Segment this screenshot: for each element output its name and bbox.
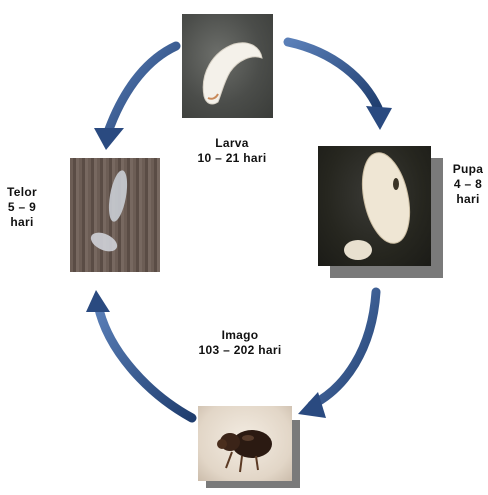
larva-photo [182, 14, 273, 118]
pupa-duration-unit: hari [448, 192, 488, 207]
larva-stage-name: Larva [186, 136, 278, 151]
larva-duration: 10 – 21 hari [186, 151, 278, 166]
arrow-telor-to-larva [94, 46, 176, 150]
pupa-duration: 4 – 8 [448, 177, 488, 192]
arrow-imago-to-telor [86, 290, 192, 418]
telor-duration: 5 – 9 [0, 200, 44, 215]
arrow-larva-to-pupa [288, 42, 392, 130]
imago-duration: 103 – 202 hari [180, 343, 300, 358]
arrow-pupa-to-imago [298, 292, 376, 418]
telor-stage-name: Telor [0, 185, 44, 200]
pupa-label: Pupa 4 – 8 hari [448, 162, 488, 207]
pupa-photo [318, 146, 431, 266]
egg-photo [70, 158, 160, 272]
telor-duration-unit: hari [0, 215, 44, 230]
imago-stage-name: Imago [180, 328, 300, 343]
beetle-photo [198, 406, 292, 481]
larva-label: Larva 10 – 21 hari [186, 136, 278, 166]
imago-label: Imago 103 – 202 hari [180, 328, 300, 358]
telor-label: Telor 5 – 9 hari [0, 185, 44, 230]
pupa-stage-name: Pupa [448, 162, 488, 177]
